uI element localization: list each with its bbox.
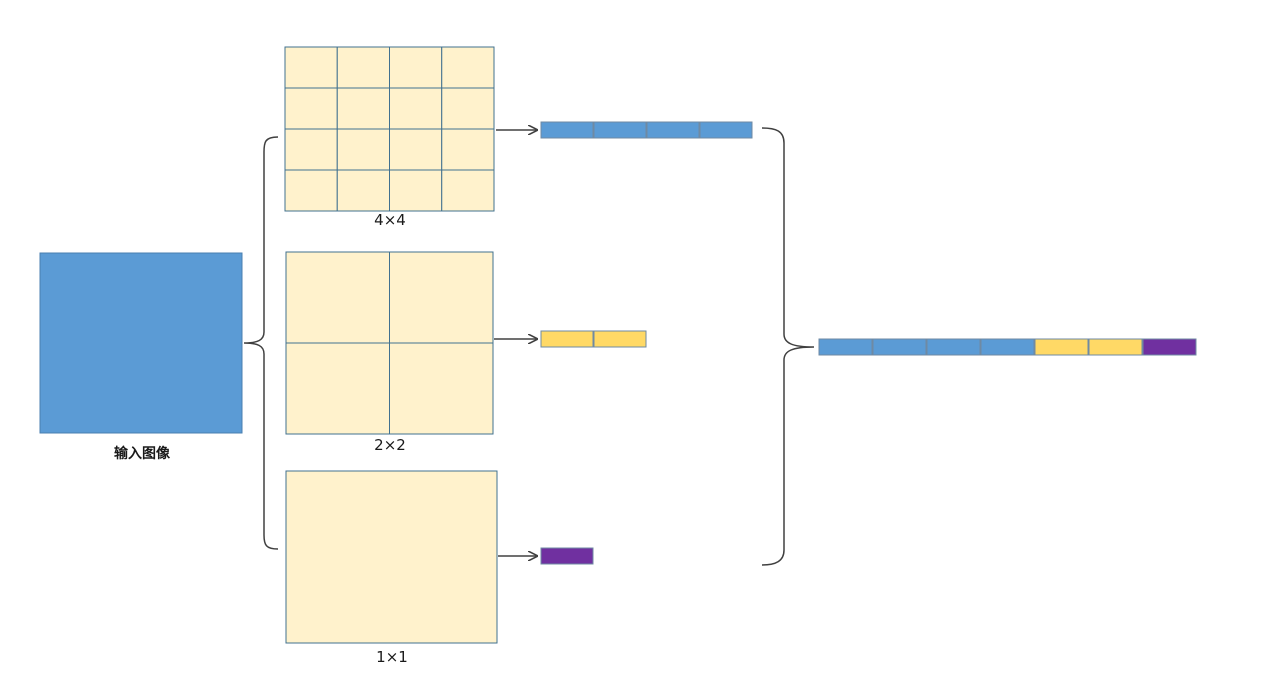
output-bin — [1034, 338, 1089, 356]
feature-bin — [540, 330, 594, 348]
grid-cell — [284, 87, 338, 130]
grid-cell — [389, 46, 443, 89]
left-brace — [243, 136, 279, 550]
grid-cell — [285, 251, 390, 344]
feature-bin — [646, 121, 700, 139]
feature-vector-2x2 — [540, 330, 647, 348]
feature-vector-4x4 — [540, 121, 753, 139]
grid-cell — [336, 169, 390, 212]
grid-cell — [441, 87, 495, 130]
grid-cell — [389, 87, 443, 130]
output-bin — [818, 338, 873, 356]
grid-cell — [285, 342, 390, 435]
grid-cell — [389, 128, 443, 171]
grid-label-4x4: 4×4 — [374, 211, 406, 229]
grid-cell — [284, 128, 338, 171]
grid-label-1x1: 1×1 — [376, 648, 408, 666]
feature-bin — [540, 121, 594, 139]
grid-cell — [441, 169, 495, 212]
grid-cell — [336, 46, 390, 89]
feature-bin — [540, 547, 594, 565]
feature-vector-1x1 — [540, 547, 594, 565]
output-bin — [980, 338, 1035, 356]
input-image-label: 输入图像 — [114, 446, 170, 462]
pooling-grid-4x4 — [284, 46, 495, 212]
grid-cell — [389, 251, 494, 344]
output-bin — [1142, 338, 1197, 356]
grid-cell — [284, 169, 338, 212]
grid-cell — [336, 128, 390, 171]
pooling-grid-2x2 — [285, 251, 494, 435]
grid-label-2x2: 2×2 — [374, 436, 406, 454]
grid-cell — [284, 46, 338, 89]
output-bin — [926, 338, 981, 356]
grid-cell — [441, 128, 495, 171]
feature-bin — [699, 121, 753, 139]
grid-cell — [285, 470, 498, 644]
pooling-grid-1x1 — [285, 470, 498, 644]
output-bin — [872, 338, 927, 356]
grid-cell — [389, 342, 494, 435]
grid-cell — [441, 46, 495, 89]
input-image — [39, 252, 243, 434]
feature-bin — [593, 121, 647, 139]
grid-cell — [336, 87, 390, 130]
grid-cell — [389, 169, 443, 212]
feature-bin — [593, 330, 647, 348]
output-bin — [1088, 338, 1143, 356]
right-brace — [761, 127, 815, 566]
concatenated-output-vector — [818, 338, 1197, 356]
